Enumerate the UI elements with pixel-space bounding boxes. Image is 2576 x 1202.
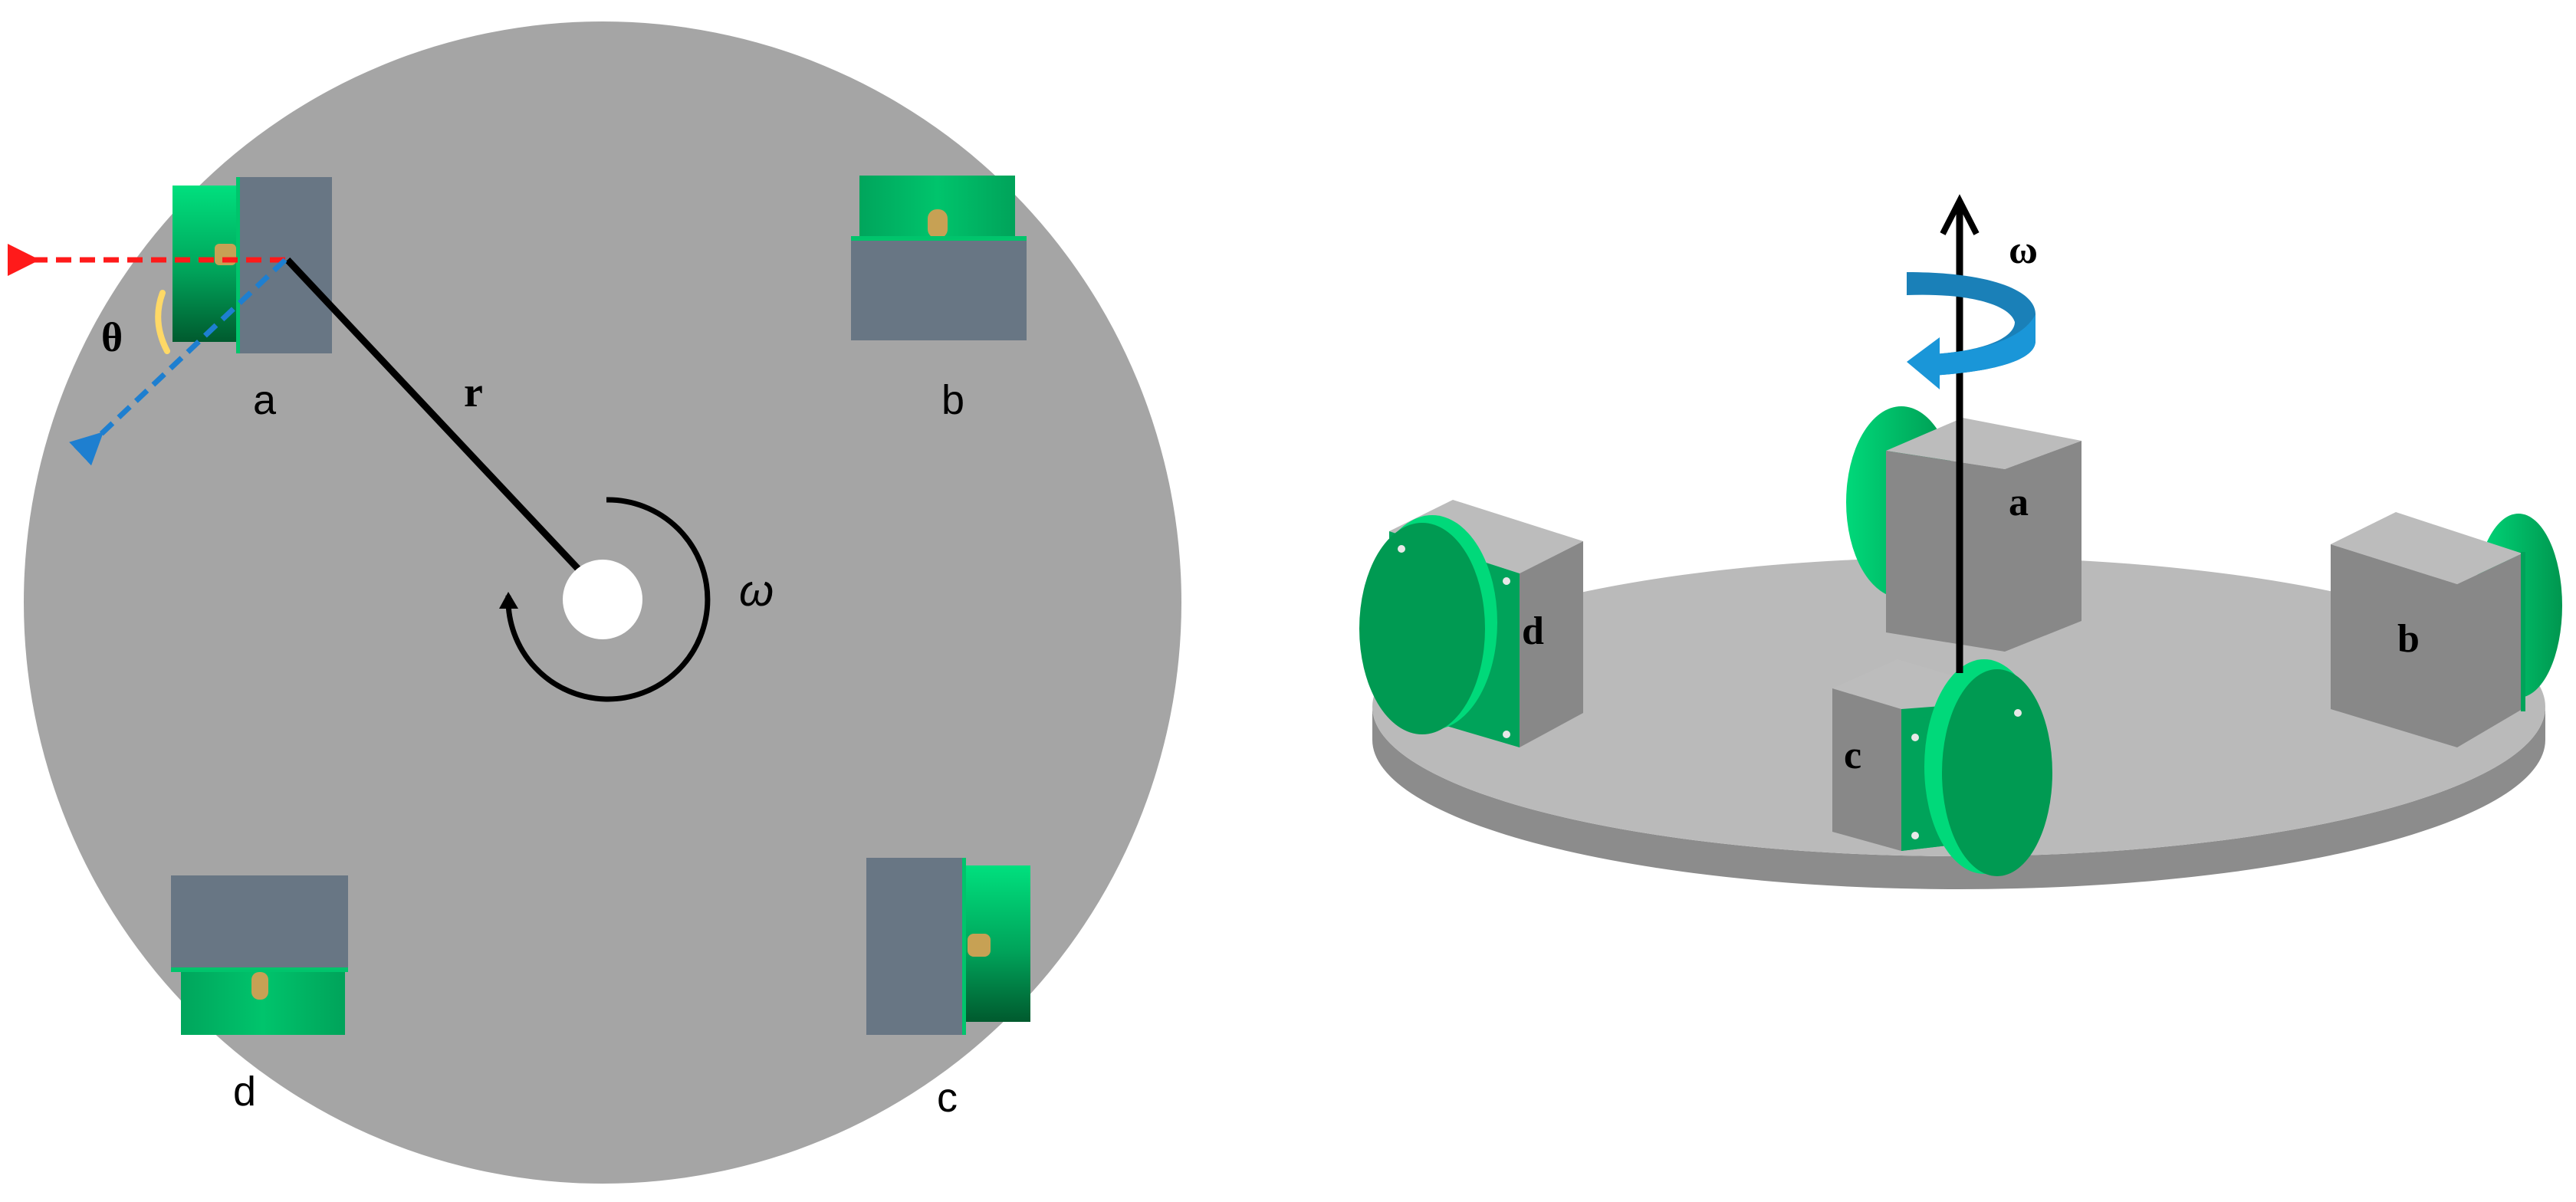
sensor-d-top-view xyxy=(171,875,348,1035)
top-view-diagram: a b c d θ r ω xyxy=(7,21,1181,1184)
axis-arrowhead-icon xyxy=(1940,194,1980,235)
label-d-top: d xyxy=(233,1069,256,1115)
label-b-top: b xyxy=(941,377,964,423)
sensor-c-top-view xyxy=(866,858,1030,1035)
label-c-iso: c xyxy=(1844,734,1861,777)
radius-line xyxy=(284,257,606,598)
label-a-iso: a xyxy=(2009,481,2029,524)
rotation-arrowhead-icon xyxy=(499,592,518,609)
label-omega-top: ω xyxy=(739,566,774,616)
center-hole xyxy=(563,560,642,639)
disk-side-iso xyxy=(1372,707,2545,889)
sensor-d-iso xyxy=(1359,500,1583,747)
rotation-arrow-iso xyxy=(1907,272,2036,389)
blue-dashed-arrow xyxy=(69,258,288,466)
rotation-arrow-top-view xyxy=(505,497,711,702)
isometric-view-diagram: ω a b c d xyxy=(1359,194,2562,889)
label-b-iso: b xyxy=(2397,617,2420,661)
angle-arc xyxy=(155,290,170,354)
label-radius: r xyxy=(464,369,483,416)
sensor-c-iso xyxy=(1832,659,2052,876)
label-omega-iso: ω xyxy=(2009,228,2038,272)
sensor-a-iso xyxy=(1846,406,2082,652)
label-theta: θ xyxy=(101,314,123,360)
sensor-a-top-view xyxy=(172,177,332,353)
label-d-iso: d xyxy=(1522,609,1544,653)
sensor-b-top-view xyxy=(851,176,1027,340)
label-a-top: a xyxy=(253,377,277,423)
sensor-b-iso xyxy=(2331,512,2562,747)
label-c-top: c xyxy=(937,1075,958,1121)
